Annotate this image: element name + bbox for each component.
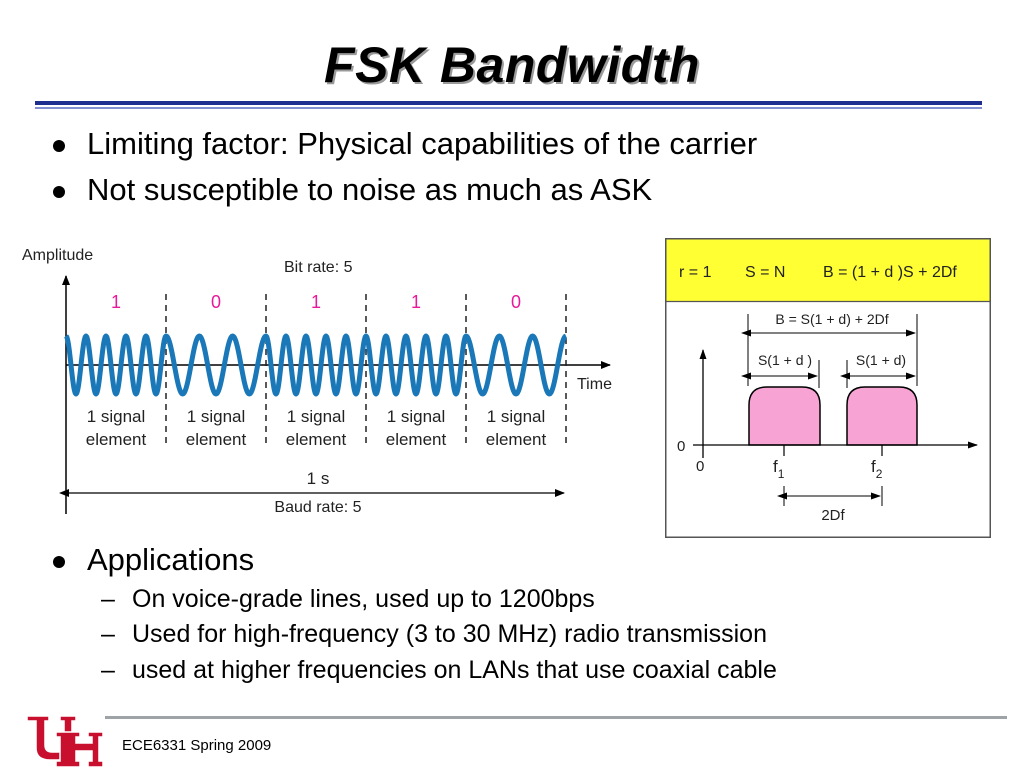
university-logo	[26, 715, 104, 768]
total-bandwidth-label: B = S(1 + d) + 2Df	[775, 311, 888, 327]
signal-element-label: 1 signal	[487, 407, 546, 426]
bit-label: 0	[211, 292, 221, 312]
bullet-dot	[53, 140, 65, 152]
separation-label: 2Df	[821, 507, 845, 524]
y-zero-label: 0	[677, 438, 685, 455]
bit-rate-label: Bit rate: 5	[284, 259, 353, 276]
title-divider	[35, 101, 982, 105]
bullet-dot	[53, 186, 65, 198]
bit-labels: 1 0 1 1 0	[111, 292, 521, 312]
bullet-dot	[53, 556, 65, 568]
band-f1	[748, 386, 821, 446]
time-label: Time	[577, 376, 612, 393]
bit-label: 1	[111, 292, 121, 312]
footer-divider	[105, 716, 1007, 719]
sub-bullet-dash: –	[101, 620, 115, 648]
application-item: used at higher frequencies on LANs that …	[132, 656, 777, 684]
bandwidth-formula-header	[666, 239, 990, 302]
band-f2	[846, 386, 918, 446]
duration-label: 1 s	[307, 469, 330, 488]
formula-r: r = 1	[679, 264, 712, 281]
right-band-label: S(1 + d)	[856, 352, 906, 368]
amplitude-label: Amplitude	[22, 247, 93, 264]
x-zero-label: 0	[696, 458, 704, 475]
footer-course-label: ECE6331 Spring 2009	[122, 737, 272, 754]
baud-rate-label: Baud rate: 5	[274, 499, 361, 516]
signal-element-label: 1 signal	[387, 407, 446, 426]
signal-element-label: element	[286, 430, 347, 449]
signal-element-label: element	[486, 430, 547, 449]
application-item: On voice-grade lines, used up to 1200bps	[132, 585, 595, 613]
signal-element-label: element	[386, 430, 447, 449]
formula-s: S = N	[745, 264, 785, 281]
f1-label: f1	[773, 457, 785, 481]
slide-title: FSK Bandwidth	[324, 37, 700, 93]
signal-element-label: 1 signal	[87, 407, 146, 426]
bullet-limiting-factor: Limiting factor: Physical capabilities o…	[87, 126, 758, 161]
f2-label: f2	[871, 457, 883, 481]
bit-separators	[165, 294, 567, 448]
sub-bullet-dash: –	[101, 656, 115, 684]
left-band-label: S(1 + d )	[758, 352, 812, 368]
fsk-bandwidth-diagram: r = 1 S = N B = (1 + d )S + 2Df B = S(1 …	[665, 238, 991, 538]
title-divider-thin	[35, 107, 982, 109]
formula-b: B = (1 + d )S + 2Df	[823, 264, 957, 281]
sub-bullet-dash: –	[101, 585, 115, 613]
bit-label: 0	[511, 292, 521, 312]
signal-element-label: 1 signal	[187, 407, 246, 426]
bit-label: 1	[411, 292, 421, 312]
fsk-waveform	[64, 333, 568, 397]
applications-heading: Applications	[87, 542, 255, 577]
signal-element-labels: 1 signal element 1 signal element 1 sign…	[86, 407, 547, 449]
signal-element-label: element	[186, 430, 247, 449]
signal-element-label: 1 signal	[287, 407, 346, 426]
application-item: Used for high-frequency (3 to 30 MHz) ra…	[132, 620, 767, 648]
bit-label: 1	[311, 292, 321, 312]
fsk-signal-diagram: Amplitude Bit rate: 5 Time 1 0 1 1 0 1 s…	[22, 247, 612, 516]
signal-element-label: element	[86, 430, 147, 449]
bullet-noise: Not susceptible to noise as much as ASK	[87, 172, 653, 207]
